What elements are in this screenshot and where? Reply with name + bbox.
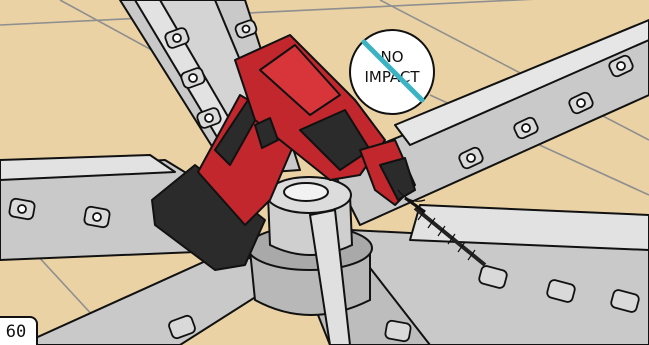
no-impact-warning: NO IMPACT xyxy=(350,30,434,114)
fitting-15 xyxy=(385,320,412,342)
step-number: 60 xyxy=(6,322,26,342)
fitting-9 xyxy=(9,198,36,220)
fitting-10 xyxy=(84,206,111,228)
step-number-badge: 60 xyxy=(0,316,38,345)
